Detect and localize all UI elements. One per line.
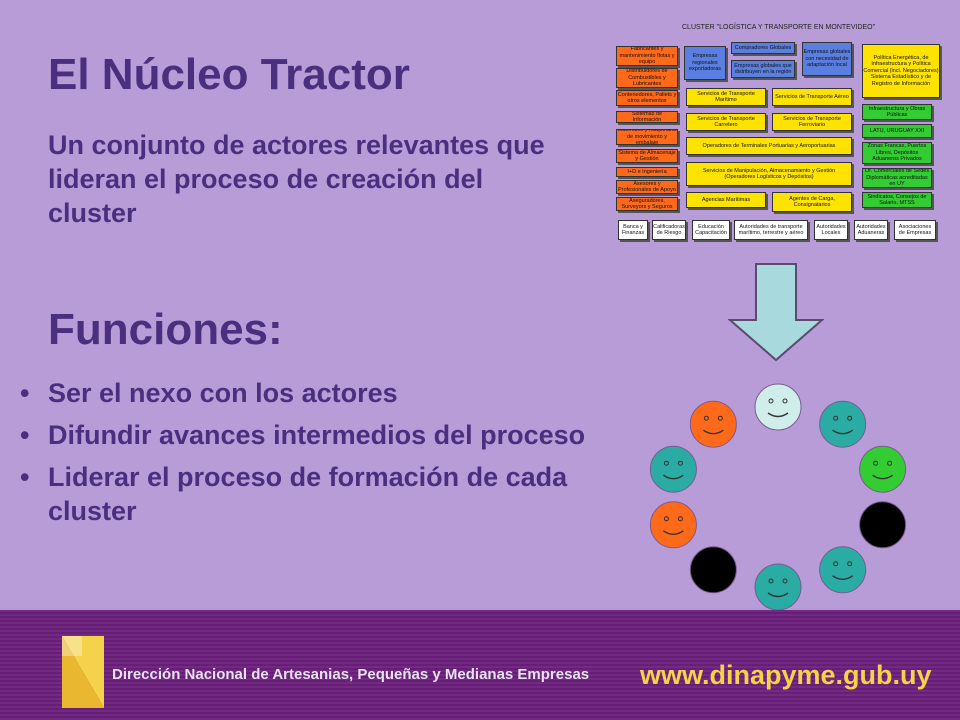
smiley-face-icon — [689, 400, 737, 448]
diagram-box: Autoridades Locales — [814, 220, 848, 240]
diagram-box: Compradores Globales — [731, 42, 795, 54]
diagram-box: Asesores y Profesionales de Apoyo — [616, 180, 678, 194]
diagram-box: Autoridades de transporte marítimo, terr… — [734, 220, 808, 240]
dinapyme-logo-icon — [62, 636, 104, 708]
footer-pattern — [0, 610, 960, 720]
diagram-box: Materiales y maquinaria de movimiento y … — [616, 129, 678, 145]
diagram-box: Infraestructura y Obras Públicas — [862, 104, 932, 120]
footer-banner: Dirección Nacional de Artesanias, Pequeñ… — [0, 610, 960, 720]
smiley-face-icon — [819, 400, 867, 448]
diagram-box: Sistema de Almacenaje y Gestión — [616, 149, 678, 163]
diagram-box: Fabricantes y mantenimiento flotas y equ… — [616, 46, 678, 66]
diagram-box: Calificadoras de Riesgo — [652, 220, 686, 240]
diagram-title: CLUSTER "LOGÍSTICA Y TRANSPORTE EN MONTE… — [682, 24, 876, 31]
diagram-box: Zonas Francas, Puertos Libres, Depósitos… — [862, 142, 932, 164]
smiley-face-icon — [689, 546, 737, 594]
diagram-box: Sindicatos, Consejos de Salario, MTSS — [862, 192, 932, 208]
website-link[interactable]: www.dinapyme.gub.uy — [640, 660, 932, 690]
smiley-face-icon — [819, 546, 867, 594]
smiley-face-icon — [859, 501, 907, 549]
functions-heading: Funciones: — [48, 305, 283, 354]
list-item: •Difundir avances intermedios del proces… — [20, 420, 586, 450]
diagram-box: Contenedores, Pallets y otros elementos — [616, 90, 678, 106]
diagram-box: Autoridades Aduaneras — [854, 220, 888, 240]
diagram-box: Política Energética, de Infraestructura … — [862, 44, 940, 98]
diagram-box: Agentes de Carga, Consignatarios — [772, 192, 852, 212]
diagram-box: Banca y Finanzas — [618, 220, 648, 240]
smiley-face-icon — [649, 445, 697, 493]
list-item: •Liderar el proceso de formación de cada… — [20, 462, 568, 526]
diagram-box: I+D e Ingeniería — [616, 167, 678, 177]
slide-body: El Núcleo Tractor Un conjunto de actores… — [20, 22, 946, 610]
smiley-faces-group — [649, 383, 907, 610]
smiley-face-icon — [754, 563, 802, 610]
cluster-diagram: CLUSTER "LOGÍSTICA Y TRANSPORTE EN MONTE… — [612, 22, 946, 258]
diagram-box: Educación Capacitación — [692, 220, 730, 240]
diagram-box: Servicios de Transporte Carretero — [686, 113, 766, 131]
down-arrow-icon — [728, 263, 824, 362]
diagram-box: Empresas globales con necesidad de adapt… — [802, 42, 852, 76]
organization-name: Dirección Nacional de Artesanias, Pequeñ… — [112, 666, 590, 683]
slide-title: El Núcleo Tractor — [48, 50, 410, 99]
list-item: •Ser el nexo con los actores — [20, 378, 398, 408]
diagram-box: Aseguradores, Surveyors y Seguros — [616, 197, 678, 211]
smiley-face-icon — [754, 383, 802, 431]
diagram-box: Operadores de Terminales Portuarias y Ae… — [686, 137, 852, 155]
bullet-icon: • — [20, 378, 30, 408]
diagram-box: Sistemas de Información — [616, 111, 678, 123]
diagram-box: Servicios de Transporte Aéreo — [772, 88, 852, 106]
diagram-box: Empresas globales que distribuyen en la … — [731, 60, 795, 78]
diagram-box: Agencias Marítimas — [686, 192, 766, 208]
diagram-box: Servicios de Manipulación, Almacenamient… — [686, 162, 852, 186]
diagram-box: Asociaciones de Empresas — [894, 220, 936, 240]
diagram-box: Distribuidores de Combustibles y Lubrica… — [616, 68, 678, 88]
diagram-box: Servicios de Transporte Marítimo — [686, 88, 766, 106]
diagram-box: LATU, URUGUAY XXI — [862, 124, 932, 138]
diagram-box: Of. Comerciales de Sedes Diplomáticas ac… — [862, 168, 932, 188]
bullet-icon: • — [20, 420, 30, 450]
slide-subtitle: Un conjunto de actores relevantes que li… — [48, 130, 545, 228]
smiley-face-icon — [859, 445, 907, 493]
diagram-box: Servicios de Transporte Ferroviario — [772, 113, 852, 131]
smiley-face-icon — [649, 501, 697, 549]
functions-list: •Ser el nexo con los actores •Difundir a… — [20, 376, 600, 536]
diagram-box: Empresas regionales exportadoras — [684, 46, 726, 80]
bullet-icon: • — [20, 462, 30, 492]
